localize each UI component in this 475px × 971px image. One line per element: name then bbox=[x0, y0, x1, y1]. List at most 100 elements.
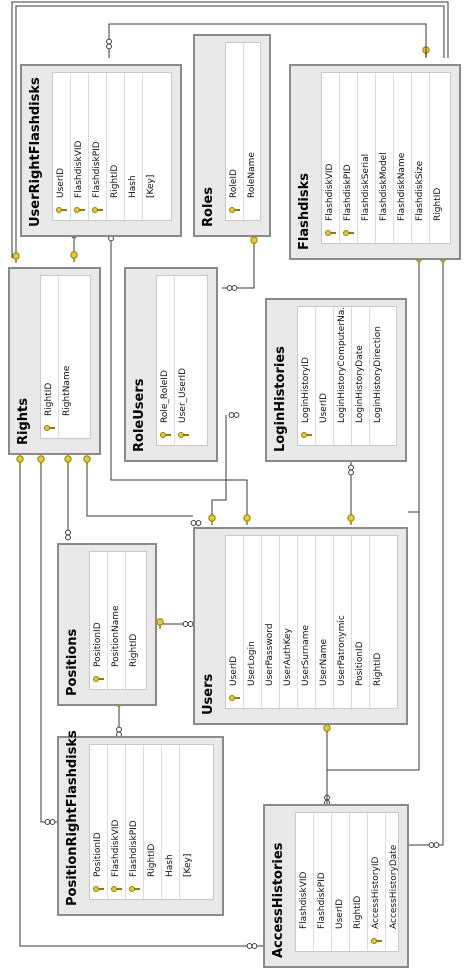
column-name: RightID bbox=[110, 164, 120, 198]
column-row[interactable]: RightID bbox=[430, 73, 448, 243]
column-row[interactable]: UserID bbox=[226, 536, 244, 708]
primary-key-icon bbox=[178, 431, 189, 439]
column-row[interactable]: LoginHistoryDirection bbox=[370, 307, 388, 445]
column-row[interactable]: FlashdiskSerial bbox=[358, 73, 376, 243]
column-row[interactable]: PositionID bbox=[90, 745, 108, 899]
table-title: Positions bbox=[65, 628, 80, 696]
column-name: LoginHistoryID bbox=[301, 357, 311, 423]
column-row[interactable]: UserAuthKey bbox=[280, 536, 298, 708]
column-row[interactable]: FlashdiskVID bbox=[296, 813, 314, 951]
relationship-line bbox=[40, 456, 57, 823]
column-row[interactable]: RightID bbox=[107, 73, 125, 220]
column-row[interactable]: UserLogin bbox=[244, 536, 262, 708]
column-row[interactable]: PositionID bbox=[352, 536, 370, 708]
column-row[interactable]: FlashdiskPID bbox=[340, 73, 358, 243]
relationship-line bbox=[222, 238, 255, 289]
column-name: FlashdiskVID bbox=[299, 871, 309, 929]
column-row[interactable]: Hash bbox=[162, 745, 180, 899]
column-row[interactable]: UserName bbox=[316, 536, 334, 708]
relationship-line bbox=[15, 5, 445, 258]
one-end-key-icon bbox=[12, 252, 20, 263]
column-row[interactable]: [Key] bbox=[180, 745, 198, 899]
one-end-key-icon bbox=[347, 514, 355, 525]
column-row[interactable]: FlashdiskPID bbox=[314, 813, 332, 951]
column-row[interactable]: Role_RoleID bbox=[157, 276, 175, 445]
column-row[interactable]: FlashdiskVID bbox=[108, 745, 126, 899]
relationship-line bbox=[408, 260, 420, 513]
primary-key-icon bbox=[229, 206, 240, 214]
column-name: User_UserID bbox=[178, 367, 188, 423]
column-name: UserSurname bbox=[301, 625, 311, 686]
many-end-infinity-icon bbox=[348, 464, 354, 476]
primary-key-icon bbox=[111, 885, 122, 893]
primary-key-icon bbox=[160, 431, 171, 439]
column-name: FlashdiskName bbox=[397, 152, 407, 221]
one-end-key-icon bbox=[64, 455, 72, 466]
column-row[interactable]: RoleID bbox=[226, 43, 244, 220]
column-row[interactable]: FlashdiskVID bbox=[322, 73, 340, 243]
primary-key-icon bbox=[129, 885, 140, 893]
column-name: FlashdiskVID bbox=[74, 140, 84, 198]
column-row[interactable]: FlashdiskVID bbox=[71, 73, 89, 220]
column-row[interactable]: FlashdiskPID bbox=[126, 745, 144, 899]
column-row[interactable]: RightID bbox=[350, 813, 368, 951]
column-row[interactable]: UserPassword bbox=[262, 536, 280, 708]
table-title: Rights bbox=[16, 398, 31, 445]
primary-key-icon bbox=[93, 675, 104, 683]
column-row[interactable]: AccessHistoryDate bbox=[386, 813, 404, 951]
relationship-line bbox=[86, 456, 193, 517]
relationship-line bbox=[211, 415, 227, 520]
column-name: FlashdiskVID bbox=[325, 163, 335, 221]
column-row[interactable]: RightID bbox=[126, 552, 144, 689]
column-row[interactable]: [Key] bbox=[143, 73, 161, 220]
one-end-key-icon bbox=[250, 236, 258, 247]
one-end-key-icon bbox=[323, 724, 331, 735]
relationship-line bbox=[11, 1, 449, 258]
column-row[interactable]: FlashdiskPID bbox=[89, 73, 107, 220]
column-row[interactable]: UserPatronymic bbox=[334, 536, 352, 708]
column-name: RightID bbox=[44, 382, 54, 416]
column-row[interactable]: PositionID bbox=[90, 552, 108, 689]
column-row[interactable]: FlashdiskSize bbox=[412, 73, 430, 243]
column-name: UserID bbox=[319, 392, 329, 423]
column-row[interactable]: UserID bbox=[332, 813, 350, 951]
column-row[interactable]: RightID bbox=[370, 536, 388, 708]
column-row[interactable]: Hash bbox=[125, 73, 143, 220]
column-row[interactable]: UserID bbox=[316, 307, 334, 445]
many-end-infinity-icon bbox=[182, 621, 194, 627]
table-flashdisks[interactable]: Flashdisks FlashdiskVID FlashdiskPID Flashd… bbox=[289, 64, 461, 260]
column-row[interactable]: AccessHistoryID bbox=[368, 813, 386, 951]
column-name: FlashdiskSize bbox=[415, 160, 425, 221]
column-name: FlashdiskPID bbox=[343, 164, 353, 221]
column-row[interactable]: RoleName bbox=[244, 43, 262, 220]
table-rights[interactable]: Rights RightID RightName bbox=[8, 267, 101, 455]
column-row[interactable]: LoginHistoryComputerNa... bbox=[334, 307, 352, 445]
column-row[interactable]: UserID bbox=[53, 73, 71, 220]
column-row[interactable]: RightID bbox=[41, 276, 59, 438]
column-row[interactable]: UserSurname bbox=[298, 536, 316, 708]
table-title: Flashdisks bbox=[297, 173, 312, 250]
column-row[interactable]: PositionName bbox=[108, 552, 126, 689]
column-row[interactable]: FlashdiskName bbox=[394, 73, 412, 243]
column-row[interactable]: FlashdiskModel bbox=[376, 73, 394, 243]
primary-key-icon bbox=[56, 206, 67, 214]
column-row[interactable]: RightID bbox=[144, 745, 162, 899]
column-row[interactable]: User_UserID bbox=[175, 276, 193, 445]
column-row[interactable]: RightName bbox=[59, 276, 77, 438]
column-row[interactable]: LoginHistoryDate bbox=[352, 307, 370, 445]
one-end-key-icon bbox=[70, 251, 78, 262]
one-end-key-icon bbox=[83, 455, 91, 466]
many-end-infinity-icon bbox=[226, 285, 238, 291]
column-row[interactable]: LoginHistoryID bbox=[298, 307, 316, 445]
primary-key-icon bbox=[44, 424, 55, 432]
